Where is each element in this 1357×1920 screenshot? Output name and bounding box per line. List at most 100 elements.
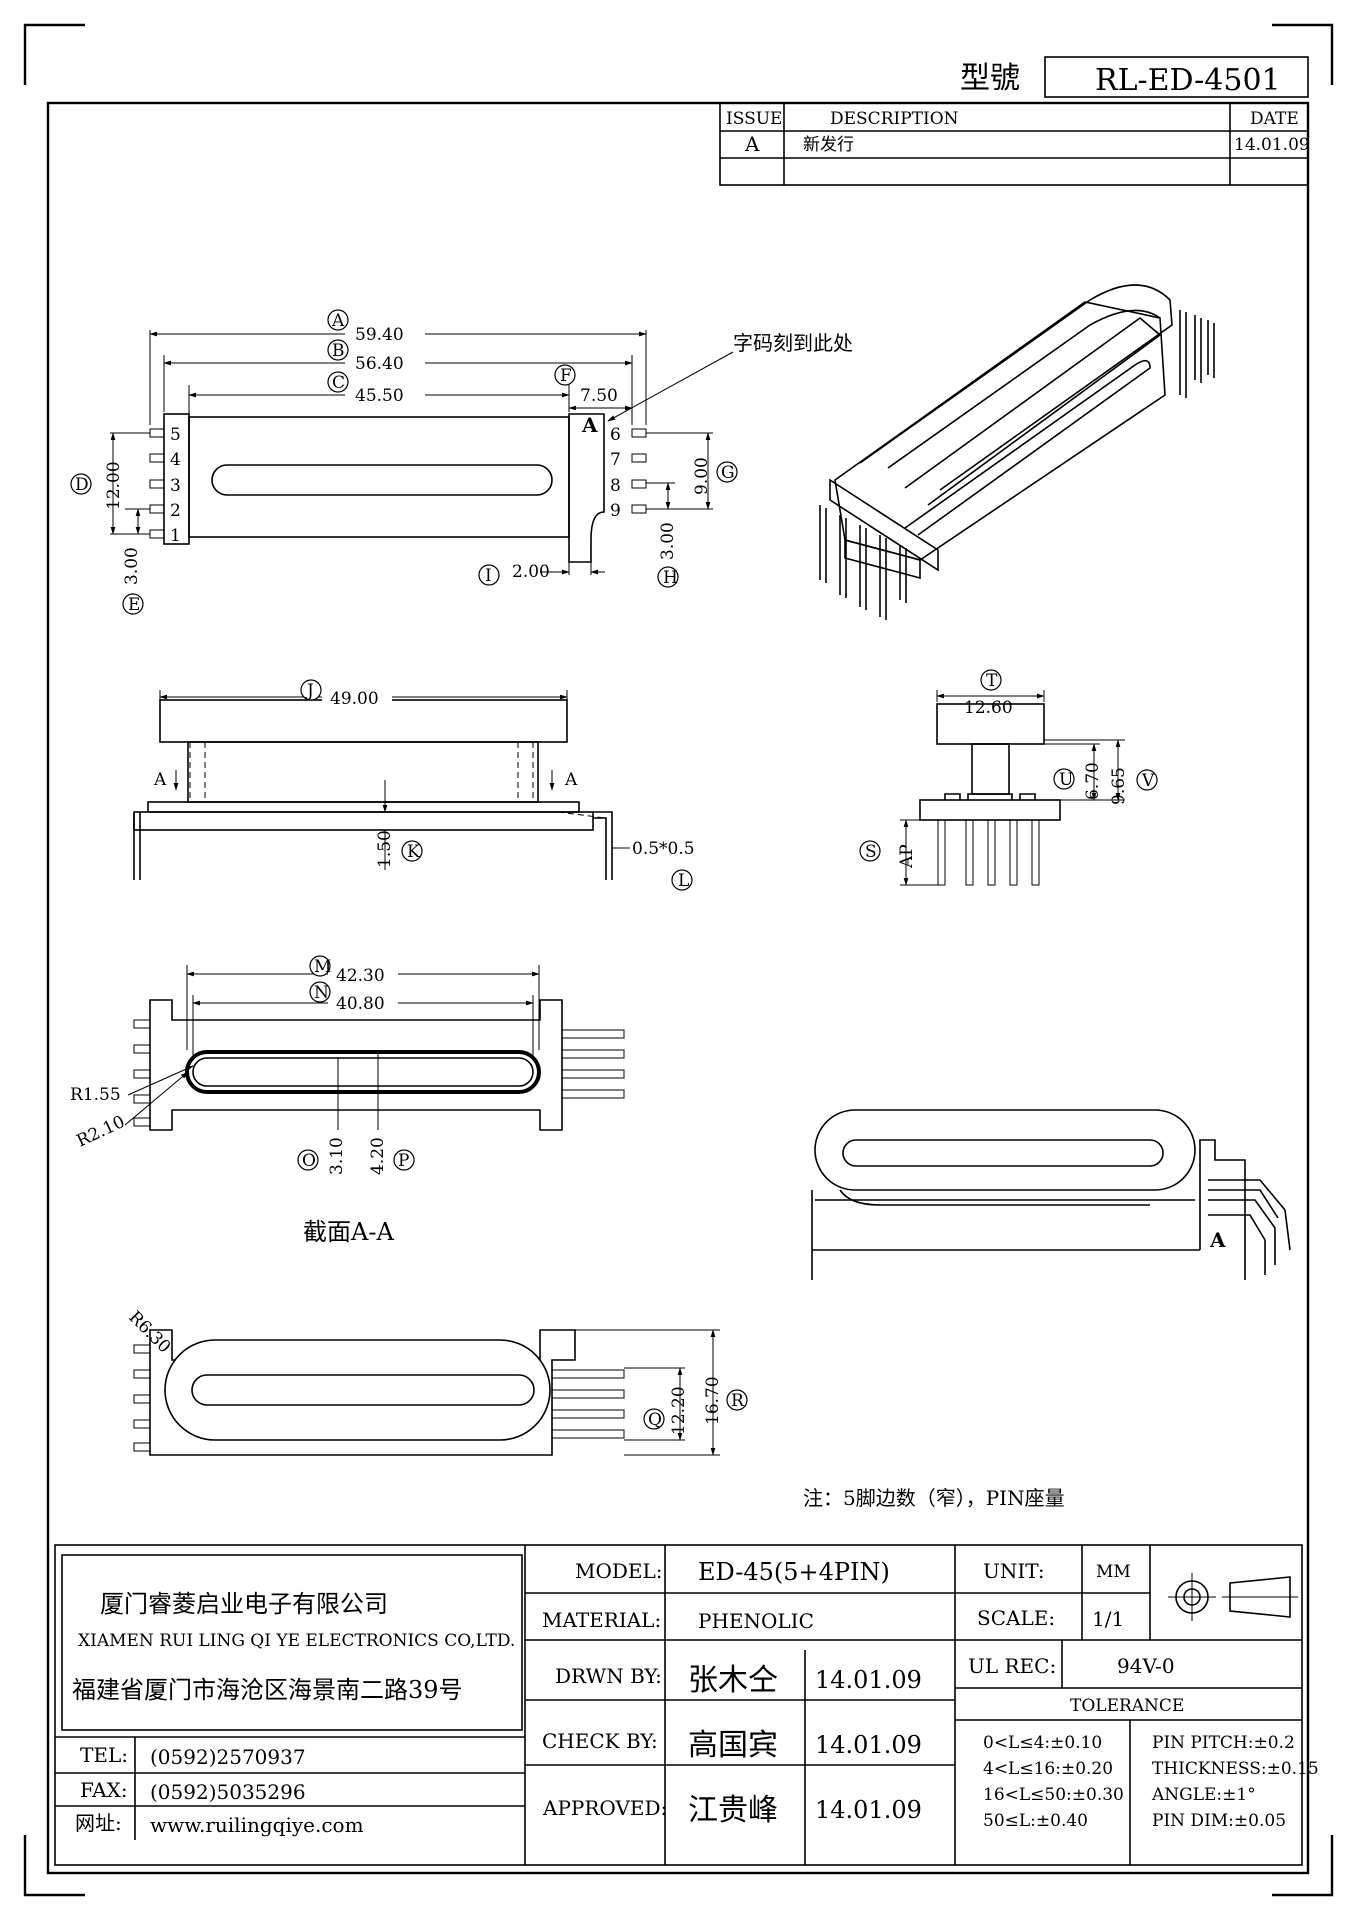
tel-value: (0592)2570937	[150, 1745, 306, 1769]
dim-g-value: 9.00	[692, 457, 712, 495]
callout-j: J	[305, 681, 314, 701]
pin-label-5: 5	[170, 425, 181, 445]
top-view: 5 4 3 2 1 6 7 8 9 A 59.40 A 56.	[70, 309, 853, 615]
revision-date: 14.01.09	[1234, 135, 1310, 155]
angle-tolerance: ANGLE:±1°	[1151, 1785, 1256, 1805]
pin-dim-tolerance: PIN DIM:±0.05	[1152, 1811, 1286, 1831]
fax-label: FAX:	[80, 1778, 128, 1802]
model-value: ED-45(5+4PIN)	[698, 1558, 890, 1586]
dim-n-value: 40.80	[336, 994, 385, 1014]
isometric-view-top	[819, 284, 1215, 620]
approved-date: 14.01.09	[815, 1796, 922, 1824]
projection-symbol-icon	[1168, 1573, 1298, 1621]
pin-label-7: 7	[610, 450, 621, 470]
callout-t: T	[986, 671, 998, 691]
pin-label-8: 8	[610, 476, 621, 496]
dim-v-value: 9.65	[1109, 767, 1129, 805]
isometric-view-bottom: A	[811, 1109, 1291, 1280]
dim-r2-value: R2.10	[74, 1112, 128, 1152]
section-view: 42.30 M 40.80 N R1.55 R2.10 3.10 O 4.20 …	[70, 955, 625, 1246]
callout-q: Q	[648, 1410, 662, 1430]
callout-i: I	[485, 566, 492, 586]
dim-o-value: 3.10	[327, 1137, 347, 1175]
approved-label: APPROVED:	[542, 1796, 667, 1820]
ul-rec-value: 94V-0	[1117, 1654, 1175, 1678]
approved-by-name: 江贵峰	[688, 1793, 778, 1828]
drawing-inner-border	[54, 1544, 1303, 1866]
pin-label-3: 3	[170, 476, 181, 496]
pin-label-4: 4	[170, 450, 181, 470]
revision-table: ISSUE DESCRIPTION DATE A 新发行 14.01.09	[719, 102, 1310, 186]
bottom-view: R6.30 12.20 Q 16.70 R	[124, 1307, 748, 1456]
callout-p: P	[398, 1151, 409, 1171]
iso-marking-letter: A	[1209, 1228, 1226, 1252]
dim-i-value: 2.00	[512, 562, 550, 582]
scale-label: SCALE:	[977, 1606, 1055, 1630]
dim-f-value: 7.50	[580, 386, 618, 406]
top-view-right-pins: 6 7 8 9	[610, 425, 647, 521]
callout-k: K	[407, 842, 420, 862]
callout-b: B	[332, 341, 345, 361]
dim-j-value: 49.00	[330, 689, 379, 709]
title-block: 厦门睿菱启业电子有限公司 XIAMEN RUI LING QI YE ELECT…	[55, 1545, 1319, 1865]
section-title: 截面A-A	[303, 1218, 394, 1246]
dim-u-value: 6.70	[1083, 762, 1103, 800]
fax-value: (0592)5035296	[150, 1780, 306, 1804]
revision-header-date: DATE	[1250, 109, 1299, 129]
dim-l-value: 0.5*0.5	[632, 839, 695, 859]
tolerance-row-3: 16<L≤50:±0.30	[983, 1785, 1124, 1805]
web-label: 网址:	[75, 1811, 122, 1835]
dim-t-value: 12.60	[964, 698, 1013, 718]
pin-label-6: 6	[610, 425, 621, 445]
callout-l: L	[678, 871, 689, 891]
callout-u: U	[1059, 770, 1073, 790]
callout-v: V	[1141, 771, 1155, 791]
dim-r1-value: R1.55	[70, 1085, 121, 1105]
tolerance-row-4: 50≤L:±0.40	[983, 1811, 1088, 1831]
bottom-view-right-pins	[551, 1369, 625, 1439]
dim-c-value: 45.50	[355, 386, 404, 406]
unit-label: UNIT:	[983, 1559, 1045, 1583]
model-header: 型號 RL-ED-4501	[960, 56, 1309, 98]
dim-k-value: 1.50	[375, 830, 395, 868]
drawing-note: 注：5脚边数（窄），PIN座量	[803, 1486, 1065, 1510]
iso-top-pins	[819, 310, 1215, 620]
callout-e: E	[128, 595, 140, 615]
callout-o: O	[302, 1151, 316, 1171]
section-view-right-pins	[561, 1029, 625, 1099]
dim-b-value: 56.40	[355, 354, 404, 374]
side-view: A A 49.00 J 1.50 K 0.5*0.5 L	[133, 679, 695, 891]
company-address: 福建省厦门市海沧区海景南二路39号	[72, 1676, 463, 1704]
dim-s-value: AP	[897, 844, 917, 869]
end-view: 12.60 T 6.70 U 9.65 V AP S	[859, 669, 1158, 886]
revision-description: 新发行	[803, 135, 854, 155]
top-view-left-pins: 5 4 3 2 1	[149, 425, 181, 546]
model-header-label: 型號	[960, 61, 1020, 96]
ul-rec-label: UL REC:	[968, 1654, 1056, 1678]
dim-d-value: 12.00	[104, 461, 124, 510]
top-view-marking-letter: A	[581, 413, 598, 437]
revision-header-description: DESCRIPTION	[830, 109, 959, 129]
web-value: www.ruilingqiye.com	[150, 1813, 364, 1837]
company-name-en: XIAMEN RUI LING QI YE ELECTRONICS CO,LTD…	[78, 1631, 515, 1651]
dim-r-value: 16.70	[703, 1376, 723, 1425]
revision-issue: A	[744, 132, 760, 156]
callout-m: M	[314, 957, 331, 977]
drawing-border	[46, 101, 1310, 1875]
dim-q-value: 12.20	[669, 1386, 689, 1435]
tolerance-row-1: 0<L≤4:±0.10	[983, 1733, 1102, 1753]
marking-note: 字码刻到此处	[733, 331, 853, 355]
material-value: PHENOLIC	[698, 1609, 814, 1633]
check-date: 14.01.09	[815, 1731, 922, 1759]
check-by-name: 高国宾	[688, 1728, 778, 1763]
pin-label-2: 2	[170, 501, 181, 521]
callout-a: A	[331, 311, 345, 331]
check-by-label: CHECK BY:	[542, 1729, 658, 1753]
drawn-by-label: DRWN BY:	[555, 1664, 662, 1688]
callout-s: S	[865, 842, 877, 862]
model-header-value: RL-ED-4501	[1095, 63, 1281, 98]
pin-label-9: 9	[610, 501, 621, 521]
tolerance-row-2: 4<L≤16:±0.20	[983, 1759, 1113, 1779]
tel-label: TEL:	[80, 1743, 128, 1767]
tolerance-label: TOLERANCE	[1070, 1696, 1184, 1716]
